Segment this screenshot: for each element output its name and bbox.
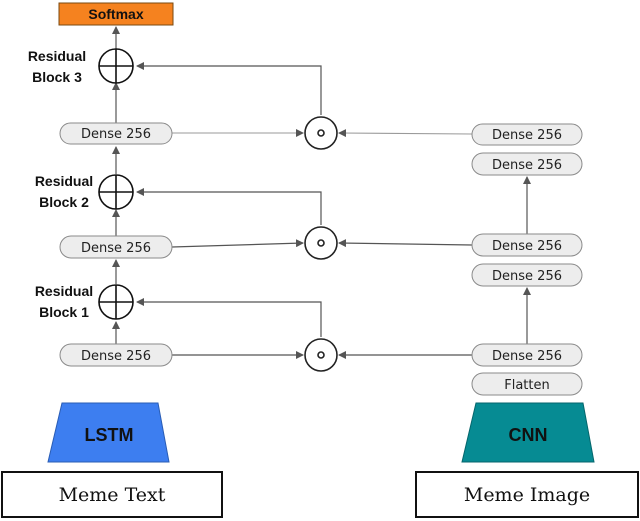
- edge-op3-to-res3: [136, 62, 322, 115]
- image-dense-4-label: Dense 256: [492, 158, 562, 173]
- meme-text-label: Meme Text: [59, 484, 166, 506]
- edge-idense3-to-op2: [338, 239, 473, 248]
- image-dense-1: Dense 256: [471, 343, 583, 367]
- lstm-label: LSTM: [85, 425, 134, 445]
- meme-image-input: Meme Image: [415, 471, 639, 518]
- text-dense-2-label: Dense 256: [81, 241, 151, 256]
- text-dense-1: Dense 256: [59, 343, 173, 367]
- cnn-label: CNN: [509, 425, 548, 445]
- residual-block-2-line1: Residual: [35, 173, 93, 189]
- fusion-op-1: [304, 338, 338, 372]
- cnn-encoder: CNN: [461, 402, 595, 463]
- text-dense-3: Dense 256: [59, 122, 173, 145]
- fusion-op-2: [304, 226, 338, 260]
- edge-op2-to-res2: [136, 188, 322, 225]
- image-dense-5-label: Dense 256: [492, 128, 562, 143]
- softmax-label: Softmax: [88, 6, 143, 22]
- flatten-node: Flatten: [471, 372, 583, 396]
- image-dense-1-label: Dense 256: [492, 349, 562, 364]
- flatten-label: Flatten: [504, 378, 550, 393]
- image-dense-3-label: Dense 256: [492, 239, 562, 254]
- edge-tdense2-to-op2: [171, 239, 304, 248]
- softmax-node: Softmax: [58, 2, 174, 26]
- residual-add-2: [98, 174, 134, 210]
- edge-idense5-to-op3: [338, 129, 473, 138]
- residual-block-3-line1: Residual: [28, 48, 86, 64]
- residual-block-1-line1: Residual: [35, 283, 93, 299]
- fusion-op-3: [304, 116, 338, 150]
- meme-image-label: Meme Image: [464, 484, 590, 506]
- image-dense-2: Dense 256: [471, 263, 583, 287]
- image-dense-3: Dense 256: [471, 233, 583, 257]
- text-dense-3-label: Dense 256: [81, 127, 151, 142]
- residual-block-2-line2: Block 2: [39, 194, 89, 210]
- text-dense-2: Dense 256: [59, 235, 173, 259]
- text-dense-1-label: Dense 256: [81, 349, 151, 364]
- image-dense-4: Dense 256: [471, 152, 583, 176]
- residual-add-3: [98, 48, 134, 84]
- residual-block-1-line2: Block 1: [39, 304, 89, 320]
- residual-block-3-line2: Block 3: [32, 69, 82, 85]
- residual-add-1: [98, 284, 134, 320]
- edge-op1-to-res1: [136, 298, 322, 337]
- image-dense-2-label: Dense 256: [492, 269, 562, 284]
- image-dense-5: Dense 256: [471, 123, 583, 146]
- lstm-encoder: LSTM: [47, 402, 170, 463]
- meme-text-input: Meme Text: [1, 471, 223, 518]
